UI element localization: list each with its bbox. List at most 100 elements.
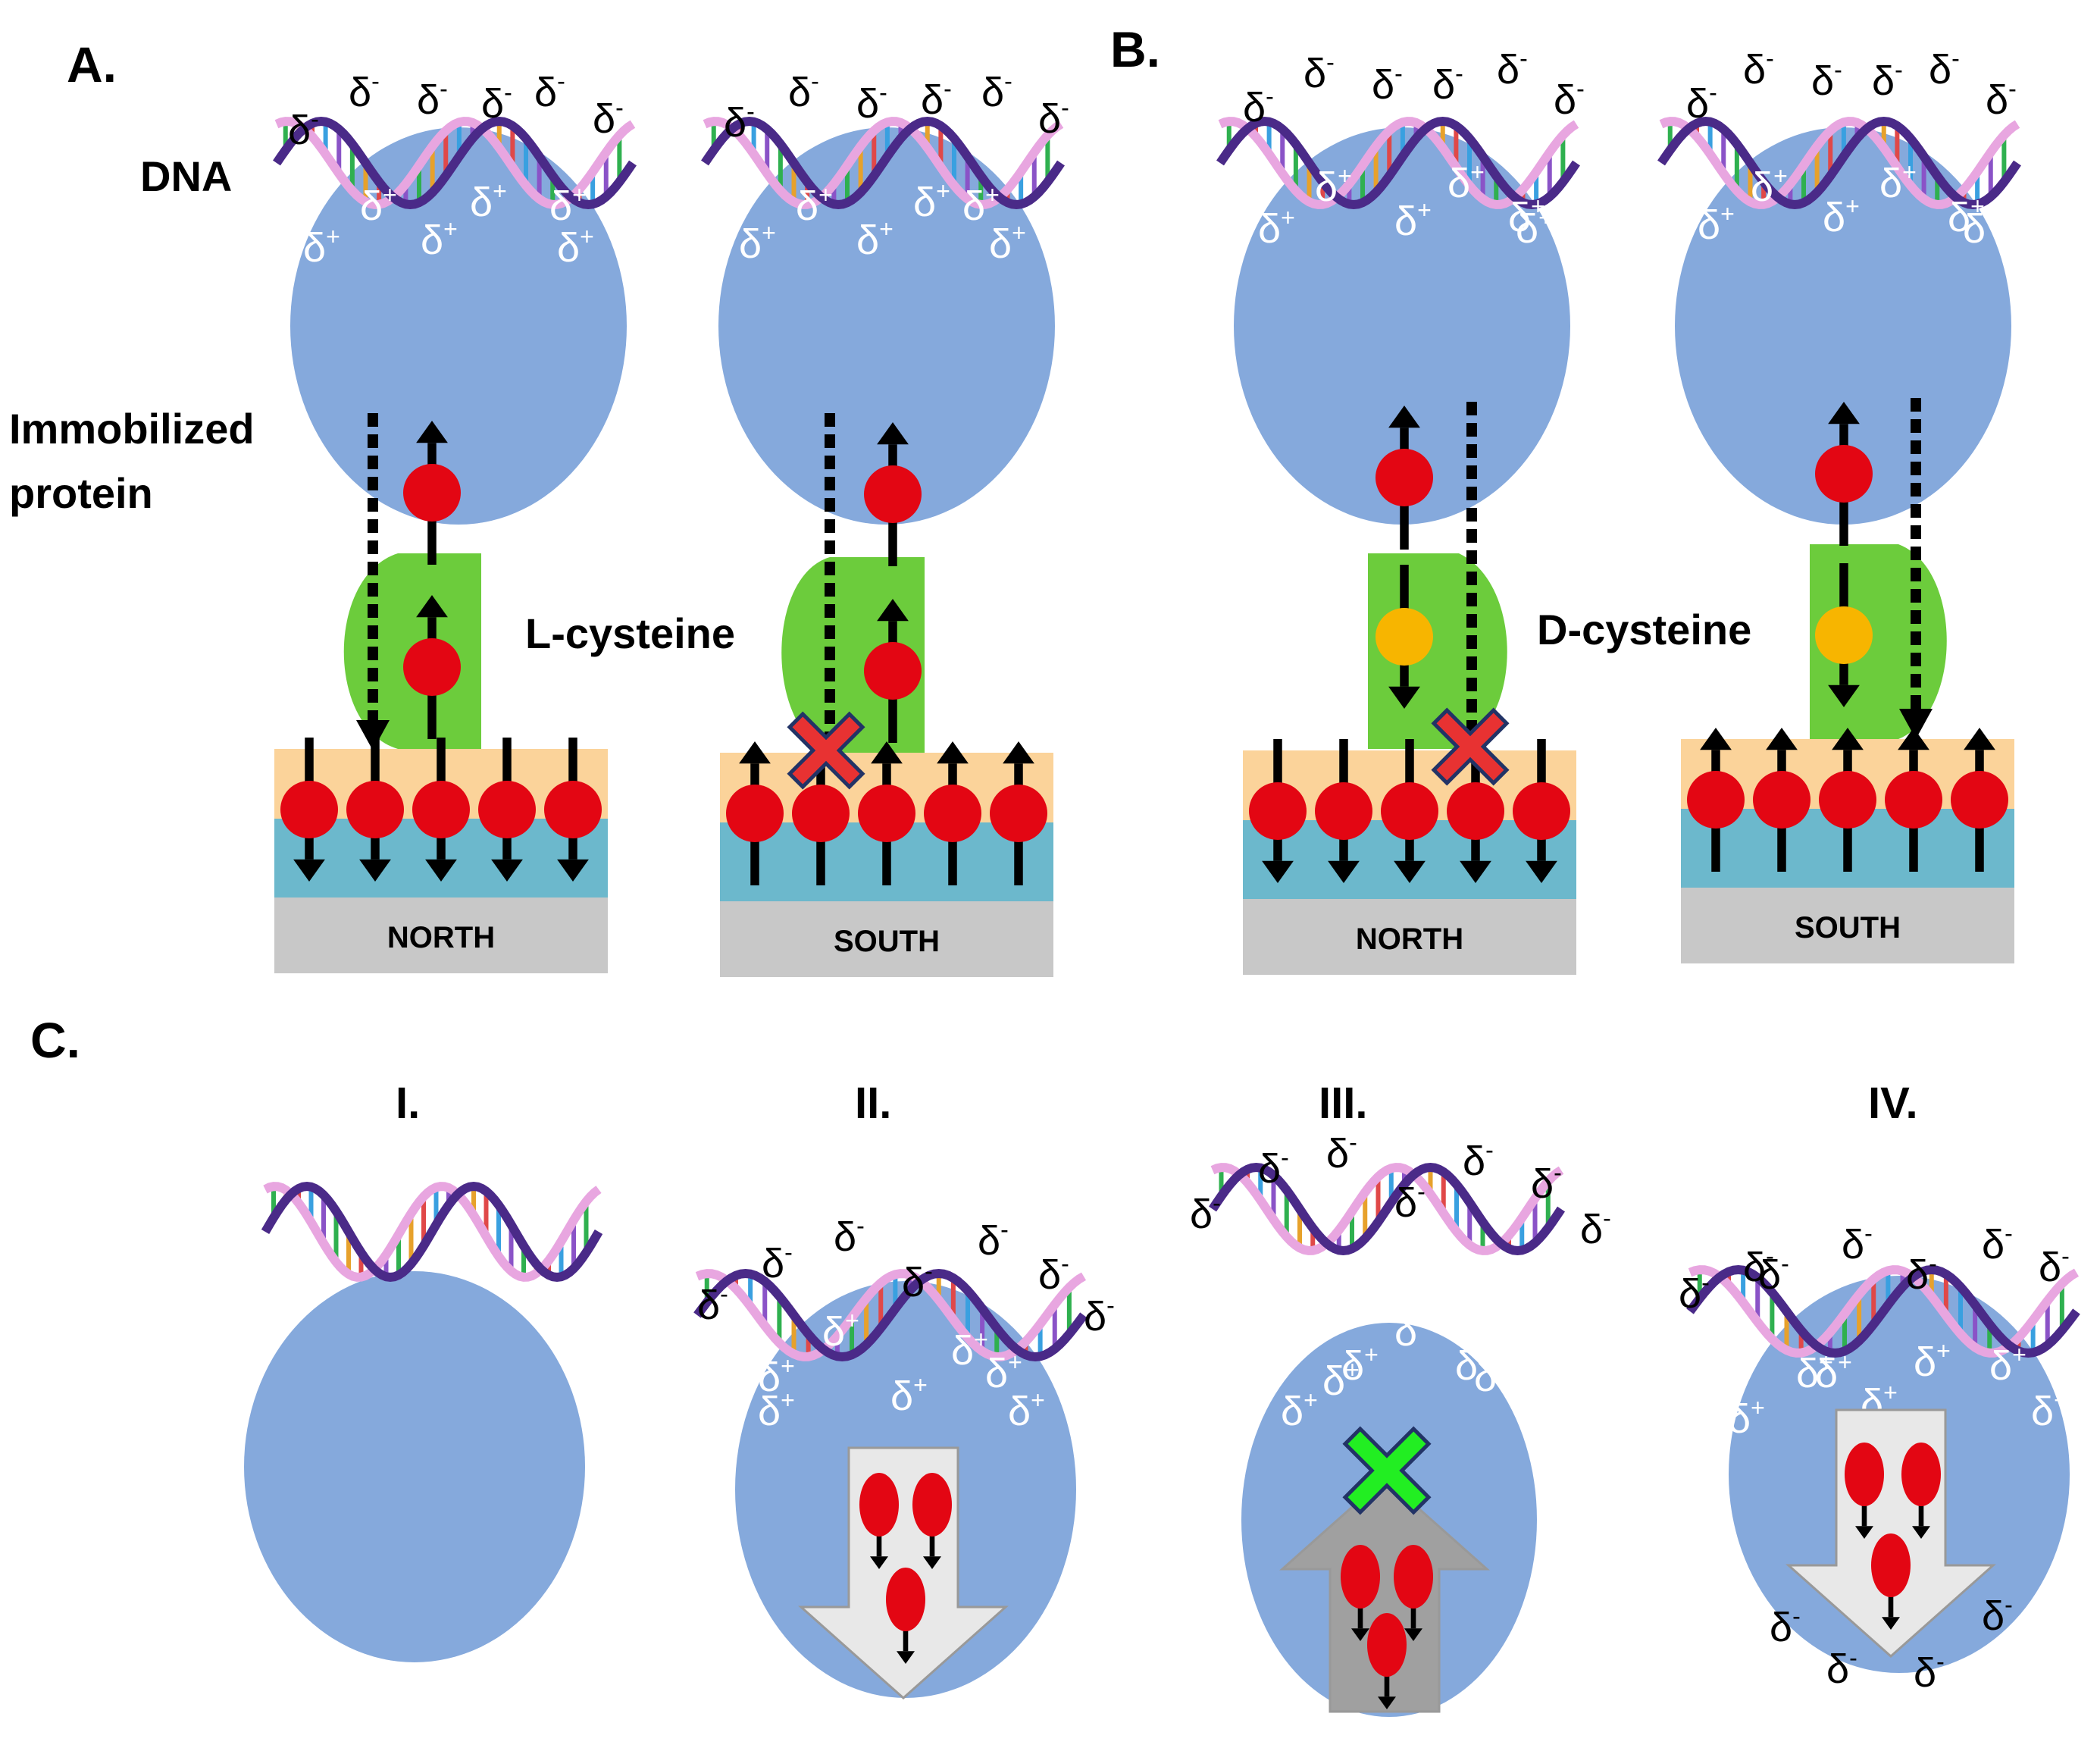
charge-symbol: δ (1258, 1146, 1281, 1192)
dotted-head (1899, 709, 1933, 739)
arrow-head (739, 741, 771, 764)
arrow-head (1378, 1696, 1396, 1709)
arrow-head (1832, 728, 1864, 750)
charge-sign: + (1936, 1337, 1951, 1364)
charge-symbol: δ (822, 1309, 845, 1355)
arrow-head (1700, 728, 1732, 750)
flow-arrow-down (1785, 1408, 1996, 1659)
stage-1 (244, 1181, 603, 1662)
charge-sign: - (1394, 60, 1403, 87)
allowed-x-mark (1342, 1426, 1432, 1515)
spin-ball (1687, 771, 1745, 829)
charge-symbol: δ (978, 1218, 1000, 1264)
arrow-head (1394, 860, 1426, 883)
charge-symbol: δ (985, 1351, 1008, 1396)
charge-sign: - (1266, 83, 1274, 110)
charge-negative: δ- (1497, 45, 1528, 92)
charge-symbol: δ (902, 1260, 925, 1305)
charge-symbol: δ (1190, 1192, 1213, 1237)
charge-negative: δ- (1872, 56, 1903, 104)
immobilized-label: Immobilized (9, 405, 255, 453)
charge-sign: + (1497, 1352, 1511, 1380)
charge-symbol: δ (1743, 47, 1766, 92)
charge-symbol: δ (1038, 1252, 1061, 1298)
spin-ball (1375, 449, 1433, 506)
charge-negative: δ- (349, 67, 380, 115)
charge-symbol: δ (1531, 1161, 1554, 1207)
stage-3: δ-δ-δ-δ-δ-δ-δ-δ+δ+δ+δ+δ+δ+δ+ (1190, 1129, 1611, 1717)
spin-ball (1815, 445, 1873, 503)
charge-positive: δ+ (360, 181, 397, 229)
charge-positive: δ+ (2031, 1386, 2068, 1434)
charge-sign: - (1951, 45, 1960, 72)
pole-label-north: NORTH (1356, 923, 1463, 956)
charge-negative: δ- (534, 67, 565, 115)
charge-symbol: δ (349, 70, 371, 115)
dna-strand (1657, 116, 2021, 210)
spin-ball (1315, 782, 1372, 840)
charge-symbol: δ (1341, 1343, 1364, 1389)
charge-negative: δ- (481, 79, 512, 127)
charge-sign: + (762, 219, 776, 246)
stage-2: δ-δ-δ-δ-δ-δ-δ-δ+δ+δ+δ+δ+δ+δ+ (693, 1212, 1115, 1700)
charge-sign: + (1538, 1386, 1553, 1414)
charge-sign: + (1031, 1386, 1045, 1414)
charge-sign: - (1417, 1178, 1426, 1205)
charge-positive: δ+ (890, 1371, 928, 1419)
stage-label-1: I. (396, 1079, 420, 1128)
charge-negative: δ- (902, 1258, 933, 1305)
substrate-block (1681, 888, 2014, 963)
charge-sign: - (1004, 67, 1012, 95)
charge-positive: δ+ (421, 215, 458, 263)
charge-symbol: δ (1243, 85, 1266, 130)
charge-symbol: δ (1474, 1355, 1497, 1400)
charge-symbol: δ (557, 225, 580, 271)
arrow-head (1388, 406, 1420, 428)
x-shape (1342, 1426, 1432, 1515)
arrow-head (1404, 1628, 1422, 1641)
protein-spin (403, 421, 461, 565)
charge-symbol: δ (1516, 1389, 1538, 1434)
arrow-head (923, 1556, 941, 1569)
charge-symbol: δ (981, 70, 1004, 115)
arrow-head (1526, 860, 1557, 883)
charge-sign: - (1792, 1602, 1801, 1630)
substrate-block (274, 897, 608, 973)
charge-symbol: δ (856, 218, 879, 263)
charge-symbol: δ (1963, 206, 1986, 252)
charge-negative: δ- (978, 1216, 1009, 1264)
charge-positive: δ+ (1474, 1352, 1511, 1400)
charge-symbol: δ (1372, 62, 1394, 108)
charge-sign: - (1000, 1216, 1009, 1243)
charge-symbol: δ (1914, 1339, 1936, 1385)
panel-label-c: C. (30, 1012, 80, 1068)
charge-symbol: δ (2039, 1245, 2061, 1290)
charge-sign: + (1538, 204, 1553, 231)
charge-sign: + (1845, 193, 1860, 220)
charge-sign: - (811, 67, 819, 95)
charge-symbol: δ (1497, 47, 1519, 92)
charge-symbol: δ (1322, 1358, 1345, 1404)
charge-positive: δ+ (1963, 204, 2000, 252)
charge-negative: δ- (1826, 1644, 1857, 1692)
panel-label-a: A. (67, 36, 117, 92)
charge-sign: + (1883, 1379, 1898, 1406)
charge-positive: δ+ (1728, 1394, 1765, 1442)
charge-sign: + (2054, 1386, 2068, 1414)
small-spin (1871, 1533, 1911, 1630)
spin-ball (792, 785, 850, 842)
charge-symbol: δ (796, 183, 818, 229)
charge-symbol: δ (1516, 206, 1538, 252)
arrow-head (557, 859, 589, 882)
charge-negative: δ- (1842, 1220, 1873, 1267)
charge-positive: δ+ (796, 181, 833, 229)
charge-positive: δ+ (1815, 1349, 1852, 1396)
charge-symbol: δ (1948, 195, 1970, 240)
arrow-head (1898, 728, 1929, 750)
charge-symbol: δ (288, 108, 311, 153)
charge-negative: δ- (1038, 94, 1069, 142)
charge-symbol: δ (758, 1355, 781, 1400)
charge-sign: - (440, 75, 448, 102)
